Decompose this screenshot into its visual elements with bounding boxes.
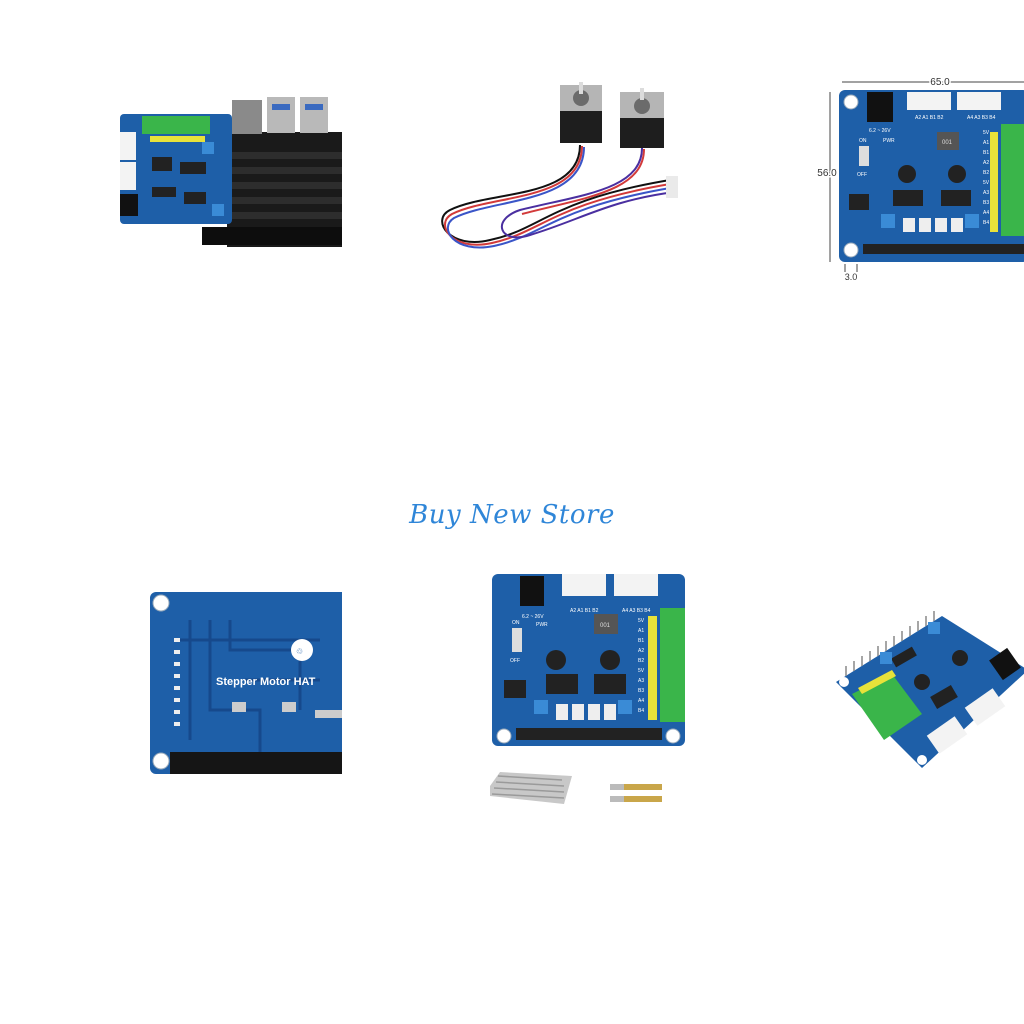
ethernet-port <box>232 100 262 134</box>
white-connector <box>614 574 658 596</box>
power-label: PWR <box>536 622 548 628</box>
side-pin-label: B3 <box>638 688 644 694</box>
switch-on-label: ON <box>859 138 867 144</box>
usb-port <box>300 97 328 133</box>
heatsink-accessory <box>490 772 572 804</box>
switch-off-label: OFF <box>510 658 520 664</box>
width-dimension-label: 65.0 <box>930 77 950 88</box>
power-switch <box>512 628 522 652</box>
side-pin-label: B3 <box>983 200 989 206</box>
side-pin-label: B2 <box>638 658 644 664</box>
terminal-block <box>142 116 210 134</box>
voltage-label: 6.2 ~ 26V <box>869 128 891 134</box>
product-photo-kit-contents: A2 A1 B1 B2 A4 A3 B3 B4 6.2 ~ 26V ON OFF… <box>490 572 685 820</box>
gpio-header <box>516 728 662 740</box>
power-label: PWR <box>883 138 895 144</box>
motor-cable <box>441 144 676 249</box>
product-dimension-drawing: 65.0 56.0 3.0 A2 A1 B1 B2 A4 A3 B3 B4 6.… <box>815 72 1024 284</box>
hat-board-bottom <box>150 592 342 774</box>
stepper-motor <box>620 88 664 148</box>
svg-text:♲: ♲ <box>296 647 303 656</box>
side-pin-label: 5V <box>638 668 645 674</box>
side-pin-label: 5V <box>983 130 990 136</box>
side-pin-label: B1 <box>638 638 644 644</box>
side-pin-label: A2 <box>638 648 644 654</box>
side-pin-label: A1 <box>983 140 989 146</box>
board-back-title: Stepper Motor HAT <box>216 676 316 688</box>
stepper-motor <box>560 82 602 143</box>
white-connector <box>120 162 136 190</box>
power-switch <box>859 146 869 166</box>
terminal-left-label: A2 A1 B1 B2 <box>915 115 944 121</box>
side-pin-label: A3 <box>638 678 644 684</box>
white-connector <box>120 132 136 160</box>
white-connector <box>957 92 1001 110</box>
white-connector <box>907 92 951 110</box>
terminal-right-label: A4 A3 B3 B4 <box>967 115 996 121</box>
white-connector <box>562 574 606 596</box>
switch-off-label: OFF <box>857 172 867 178</box>
side-pin-label: A2 <box>983 160 989 166</box>
hole-dimension-label: 3.0 <box>845 272 858 282</box>
side-pin-label: B1 <box>983 150 989 156</box>
terminal-block <box>852 674 922 740</box>
side-pin-label: A3 <box>983 190 989 196</box>
side-pin-label: A1 <box>638 628 644 634</box>
side-pin-label: B4 <box>638 708 644 714</box>
white-connector <box>964 688 1006 726</box>
dc-jack <box>520 576 544 606</box>
side-pin-label: B2 <box>983 170 989 176</box>
chip-mark: 001 <box>942 140 953 146</box>
product-photo-angled-view <box>832 600 1024 780</box>
side-pin-label: A4 <box>638 698 644 704</box>
product-photo-stepper-motors <box>430 80 685 265</box>
brass-standoff <box>610 784 662 802</box>
white-connector <box>926 716 968 754</box>
side-pin-label: A4 <box>983 210 989 216</box>
terminal-block <box>1001 124 1024 236</box>
terminal-right-label: A4 A3 B3 B4 <box>622 608 651 614</box>
dc-jack <box>989 647 1021 681</box>
side-pin-label: 5V <box>983 180 990 186</box>
store-name-banner: Buy New Store <box>409 500 615 530</box>
terminal-left-label: A2 A1 B1 B2 <box>570 608 599 614</box>
usb-port <box>267 97 295 133</box>
side-pin-label: B4 <box>983 220 989 226</box>
terminal-block <box>660 608 685 722</box>
chip-mark: 001 <box>600 623 611 629</box>
height-dimension-label: 56.0 <box>817 168 837 179</box>
switch-on-label: ON <box>512 620 520 626</box>
dc-jack <box>867 92 893 122</box>
product-photo-jetson-mount <box>112 92 342 252</box>
gpio-header <box>170 752 342 774</box>
dc-jack <box>120 194 138 216</box>
side-pin-label: 5V <box>638 618 645 624</box>
voltage-label: 6.2 ~ 26V <box>522 614 544 620</box>
gpio-header <box>863 244 1024 254</box>
product-photo-board-back: ♲ Stepper Motor HAT <box>150 590 342 776</box>
